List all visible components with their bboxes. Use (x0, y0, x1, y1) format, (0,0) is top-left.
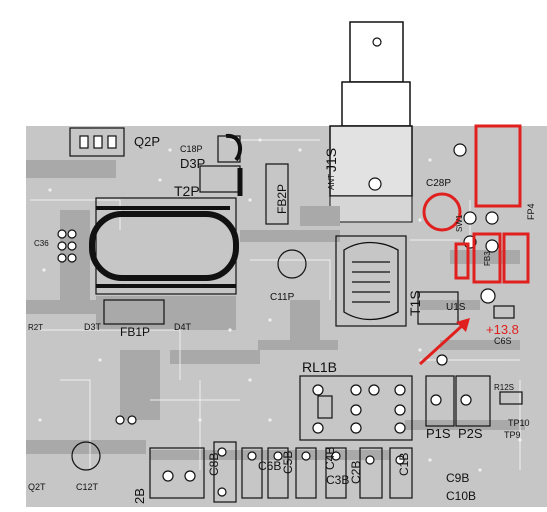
label-c18p: C18P (180, 144, 203, 154)
label-c11p: C11P (270, 292, 295, 303)
label-u1s: U1S (446, 302, 466, 313)
highlight-box-fp4 (502, 232, 530, 284)
label-d4t: D4T (174, 322, 192, 332)
label-d3t: D3T (84, 322, 102, 332)
label-t2p: T2P (174, 183, 200, 199)
signal-traces (30, 139, 521, 470)
label-c6b: C6B (258, 459, 281, 473)
label-q2p: Q2P (134, 134, 160, 149)
label-c36: C36 (34, 239, 49, 248)
highlight-box-fb3 (472, 232, 502, 284)
silkscreen-labels: Q2P C18P D3P T2P FB2P J1S ANT C28P SW1 C… (28, 134, 536, 504)
highlight-box-small (454, 242, 470, 280)
label-r2t: R2T (28, 323, 43, 332)
label-fb3: FB3 (483, 251, 492, 266)
label-d3p: D3P (180, 156, 205, 171)
voltage-annotation: +13.8 (486, 322, 519, 337)
label-sw1: SW1 (455, 214, 464, 232)
label-rl1b: RL1B (302, 359, 337, 375)
label-fp4: FP4 (526, 203, 536, 220)
label-c2b: C2B (349, 461, 363, 484)
copper-traces (26, 160, 525, 460)
label-p2s: P2S (458, 426, 483, 441)
t1s-winding (343, 241, 399, 321)
label-tp10: TP10 (508, 418, 530, 428)
t2p-winding (89, 133, 243, 288)
label-c12t: C12T (76, 482, 99, 492)
label-c4b: C4B (323, 447, 337, 470)
label-c9b: C9B (446, 471, 469, 485)
label-c5b: C5B (281, 451, 295, 474)
label-c6s: C6S (494, 336, 512, 346)
label-r12s: R12S (494, 383, 514, 392)
label-c28p: C28P (426, 178, 451, 189)
label-q2t: Q2T (28, 482, 46, 492)
label-j1s: J1S (323, 148, 339, 172)
label-c10b: C10B (446, 489, 476, 503)
label-fb1p: FB1P (120, 325, 150, 339)
label-p1s: P1S (426, 426, 451, 441)
pads (57, 143, 499, 497)
highlight-annotations (422, 124, 530, 284)
label-c8b: C8B (207, 453, 221, 476)
label-c1b: C1B (397, 453, 411, 476)
label-q2b: 2B (132, 488, 147, 504)
arrow-icon (418, 318, 470, 366)
via-dots (38, 138, 522, 472)
bnc-connector-j1s (329, 21, 413, 223)
label-fb2p: FB2P (275, 184, 289, 214)
label-tp9: TP9 (504, 430, 521, 440)
label-c3b: C3B (326, 473, 349, 487)
highlight-box-connector (474, 124, 522, 208)
silkscreen-components (69, 127, 523, 503)
label-t1s: T1S (407, 290, 423, 316)
label-ant: ANT (327, 174, 336, 190)
highlight-circle-sw1 (422, 192, 462, 232)
